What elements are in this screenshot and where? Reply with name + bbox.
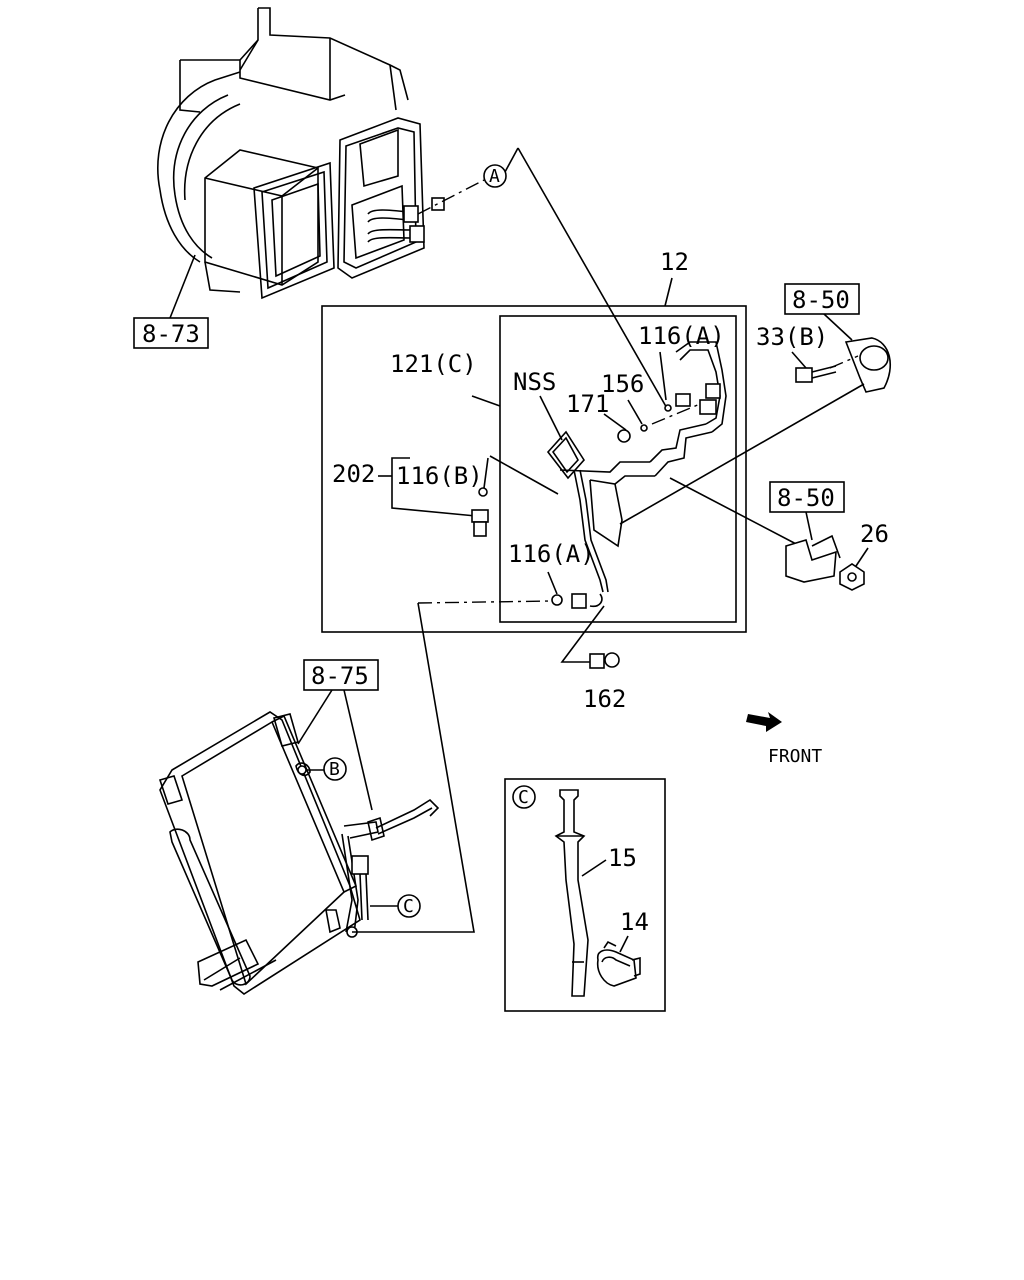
label-14: 14 [620,908,649,936]
part-14-clamp [596,940,641,987]
label-nss: NSS [513,368,556,396]
leader-875-right [343,689,373,811]
leader-26 [855,547,869,567]
leader-156 [627,399,643,425]
bracket-202 [391,457,477,517]
label-116a-bot: 116(A) [508,540,595,568]
label-15: 15 [608,844,637,872]
leader-to-condenser [417,600,553,604]
callout-c-letter: C [403,896,414,917]
leader-nss [539,395,563,441]
leader-pipe-to-condenser [352,602,475,933]
ref-850-bottom: 8-50 [777,484,835,512]
part-850-clamp-bottom [785,534,841,583]
leader-116b [483,457,489,489]
pipe-assembly [546,341,727,609]
label-116b: 116(B) [396,462,483,490]
leader-33b [791,351,807,369]
inset-c-letter: C [518,787,529,808]
leader-850-bottom [805,511,813,541]
hvac-unit-drawing [156,7,445,300]
leader-12 [664,277,673,307]
leader-873 [169,254,196,319]
leader-875-left [297,689,333,745]
leader-121c [471,395,501,407]
part-26-nut [839,563,865,591]
part-12-inner-box [499,315,737,623]
part-162-bolt [589,652,620,669]
label-12: 12 [660,248,689,276]
ref-873: 8-73 [142,320,200,348]
callout-c [397,894,421,918]
condenser-drawing [158,711,440,995]
part-33b-bolt [795,365,837,383]
leader-116b-to-pipe [489,455,559,495]
front-arrow-icon [746,712,782,732]
label-116a-top: 116(A) [638,322,725,350]
ref-box-875 [303,659,379,691]
callout-a [483,164,507,188]
label-121c: 121(C) [390,350,477,378]
leader-171 [603,413,627,431]
label-26: 26 [860,520,889,548]
leader-clamp-lower-to-pipe [669,477,801,547]
part-15-pipe [554,789,589,997]
leader-a-to-pipe [517,147,669,411]
callout-b-letter: B [329,759,340,780]
leader-116a-top [659,351,667,401]
leader-162 [560,605,605,663]
leader-116a-bot [547,571,558,595]
ref-875: 8-75 [311,662,369,690]
inset-c-box [504,778,666,1012]
inset-c-callout [512,785,536,809]
leader-a-top [504,147,519,173]
label-33b: 33(B) [756,323,828,351]
leader-clamp-to-pipe [619,383,865,525]
part-12-outer-box [321,305,747,633]
callout-b [323,757,347,781]
leader-15 [581,859,607,877]
part-116b-oring [478,487,488,497]
part-202-switch [471,509,489,537]
label-156: 156 [601,370,644,398]
ref-box-850-bottom [769,481,845,513]
label-162: 162 [583,685,626,713]
leader-a-dashed [417,179,485,215]
part-850-clamp-top [829,337,892,393]
ref-box-850-top [784,283,860,315]
leader-14 [619,935,629,953]
label-171: 171 [566,390,609,418]
ref-850-top: 8-50 [792,286,850,314]
leader-850-top [823,313,853,341]
ref-box-873 [133,317,209,349]
label-202: 202 [332,460,375,488]
callout-a-letter: A [489,166,500,187]
label-front: FRONT [768,746,822,767]
